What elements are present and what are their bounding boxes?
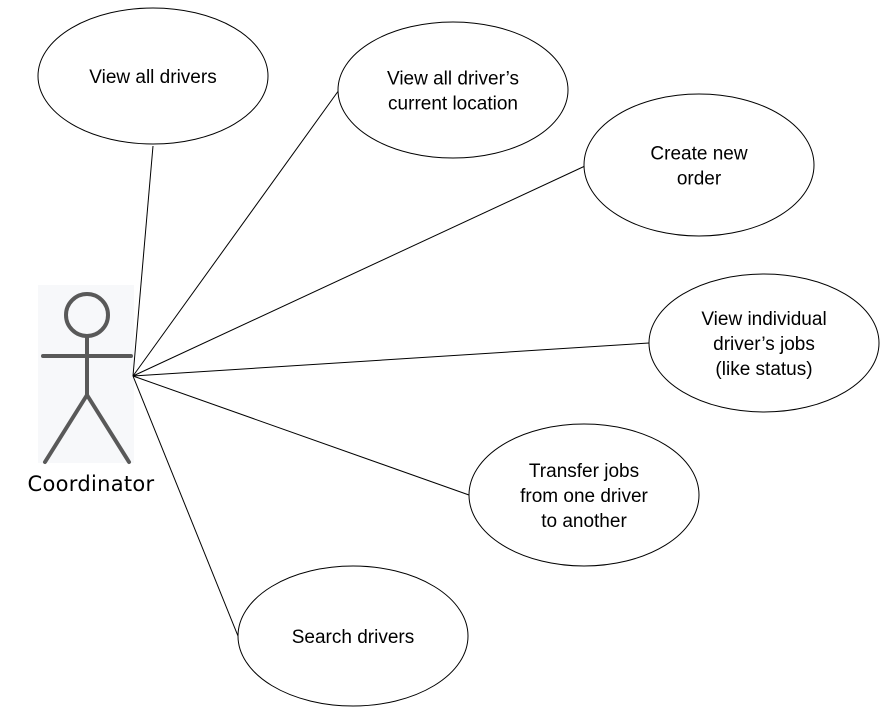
use-case-label-line: Search drivers bbox=[292, 627, 415, 648]
use-case-create-new-order: Create new order bbox=[583, 93, 815, 237]
association-transfer-jobs bbox=[132, 375, 470, 496]
stick-figure-icon bbox=[41, 292, 133, 464]
use-case-transfer-jobs: Transfer jobs from one driver to another bbox=[468, 423, 700, 567]
use-case-label-line: View all driver’s bbox=[387, 69, 519, 90]
use-case-ellipse bbox=[237, 565, 469, 707]
use-case-label-line: current location bbox=[388, 94, 518, 115]
use-case-ellipse bbox=[648, 273, 880, 413]
use-case-ellipse bbox=[583, 93, 815, 237]
use-case-label-line: (like status) bbox=[715, 359, 812, 380]
association-view-individual-jobs bbox=[132, 342, 650, 377]
use-case-label-line: Create new bbox=[650, 144, 747, 165]
use-case-ellipse bbox=[37, 7, 269, 145]
association-view-all-drivers bbox=[132, 145, 154, 377]
actor-left-leg bbox=[43, 393, 89, 464]
use-case-label-line: driver’s jobs bbox=[713, 334, 815, 355]
use-cases: View all drivers View all driver’s current… bbox=[37, 7, 880, 707]
use-case-label-line: View individual bbox=[701, 309, 826, 330]
use-case-label-line: View all drivers bbox=[89, 67, 216, 88]
use-case-ellipse bbox=[337, 21, 569, 159]
use-case-search-drivers: Search drivers bbox=[237, 565, 469, 707]
use-case-view-drivers-location: View all driver’s current location bbox=[337, 21, 569, 159]
use-case-label-line: order bbox=[677, 169, 722, 190]
association-view-drivers-location bbox=[132, 89, 340, 377]
association-create-new-order bbox=[132, 165, 586, 377]
association-lines bbox=[132, 89, 650, 637]
use-case-view-individual-jobs: View individual driver’s jobs (like status… bbox=[648, 273, 880, 413]
use-case-view-all-drivers: View all drivers bbox=[37, 7, 269, 145]
actor-right-leg bbox=[85, 393, 131, 464]
use-case-label-line: to another bbox=[541, 511, 627, 532]
actor-coordinator: Coordinator bbox=[28, 285, 155, 496]
use-case-label-line: Transfer jobs bbox=[529, 461, 639, 482]
use-case-ellipse bbox=[468, 423, 700, 567]
use-case-label-line: from one driver bbox=[520, 486, 648, 507]
association-search-drivers bbox=[132, 375, 239, 637]
actor-label: Coordinator bbox=[28, 472, 155, 496]
